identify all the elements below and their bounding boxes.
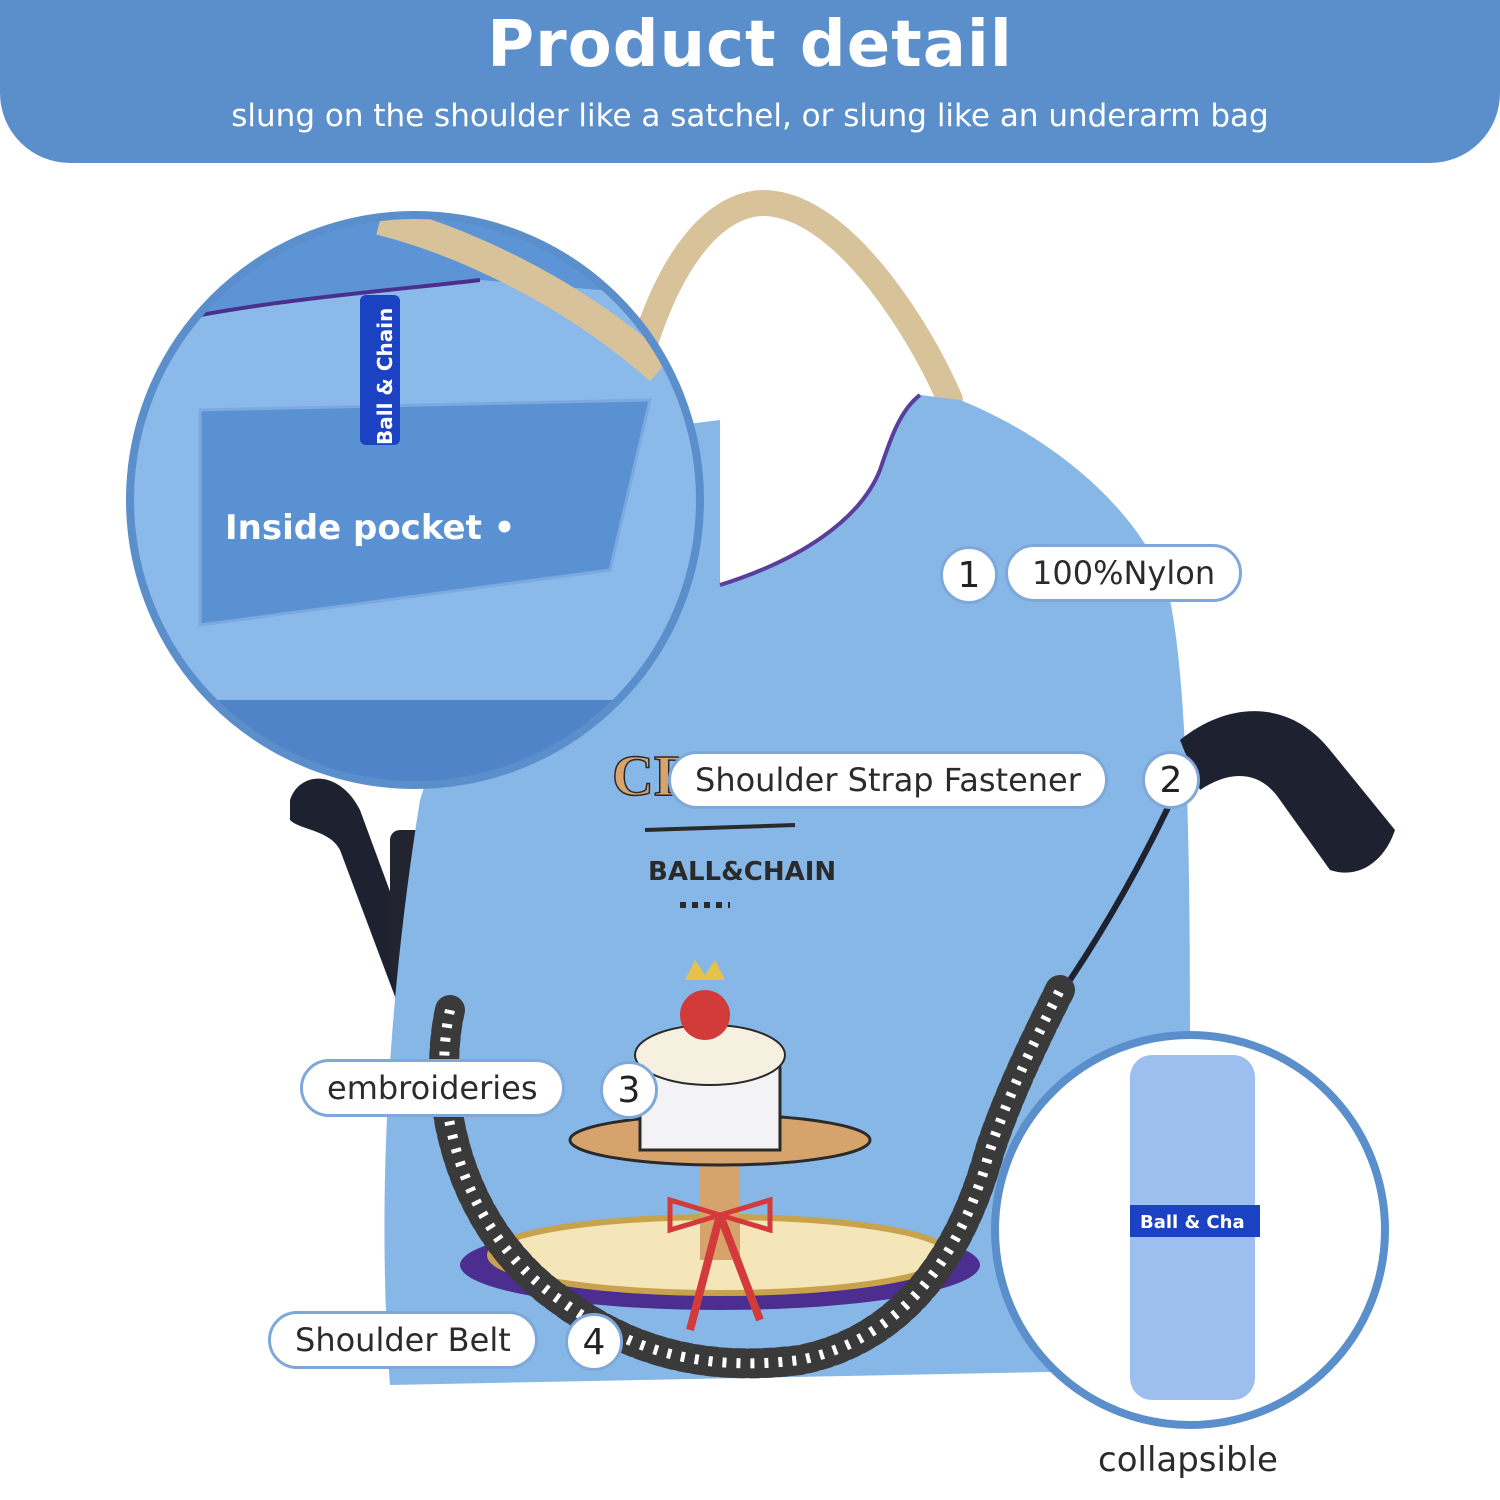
ribbon-bow <box>667 1196 773 1234</box>
page-subtitle: slung on the shoulder like a satchel, or… <box>231 98 1269 134</box>
callout-4-number: 4 <box>565 1313 623 1371</box>
rope-handle-right <box>767 192 963 413</box>
callout-1-label: 100%Nylon <box>1032 554 1216 592</box>
band-text: Ball & Cha <box>1140 1212 1245 1233</box>
embroidery-brand: BALL&CHAIN <box>648 857 836 887</box>
callout-1-pill: 100%Nylon <box>1005 544 1243 602</box>
strap-right <box>1180 711 1395 873</box>
brand-tag-text: Ball & Chain <box>373 308 397 445</box>
embroidery-arrow <box>644 823 796 832</box>
callout-2-label: Shoulder Strap Fastener <box>695 761 1081 799</box>
callout-3-number: 3 <box>600 1061 658 1119</box>
header-banner: Product detail slung on the shoulder lik… <box>0 0 1500 163</box>
callout-2-number: 2 <box>1142 751 1200 809</box>
callout-3-label: embroideries <box>327 1069 538 1107</box>
callout-1-number: 1 <box>940 546 998 604</box>
inside-pocket-label: Inside pocket • <box>225 508 516 548</box>
bag-rim <box>719 393 922 587</box>
strawberry <box>680 990 730 1040</box>
collapsible-label: collapsible <box>1098 1440 1278 1480</box>
crown <box>685 960 725 980</box>
page-title: Product detail <box>487 8 1013 82</box>
inset-collapsed-bag: Ball & Cha <box>995 1035 1385 1425</box>
callout-4-label: Shoulder Belt <box>295 1321 511 1359</box>
callout-2-pill: Shoulder Strap Fastener <box>668 751 1108 809</box>
ribbon-tails <box>686 1213 764 1332</box>
brand-tag <box>360 295 400 445</box>
callout-4-pill: Shoulder Belt <box>268 1311 538 1369</box>
callout-3-pill: embroideries <box>300 1059 565 1117</box>
inset-inside-pocket: Ball & Chain <box>130 215 700 785</box>
